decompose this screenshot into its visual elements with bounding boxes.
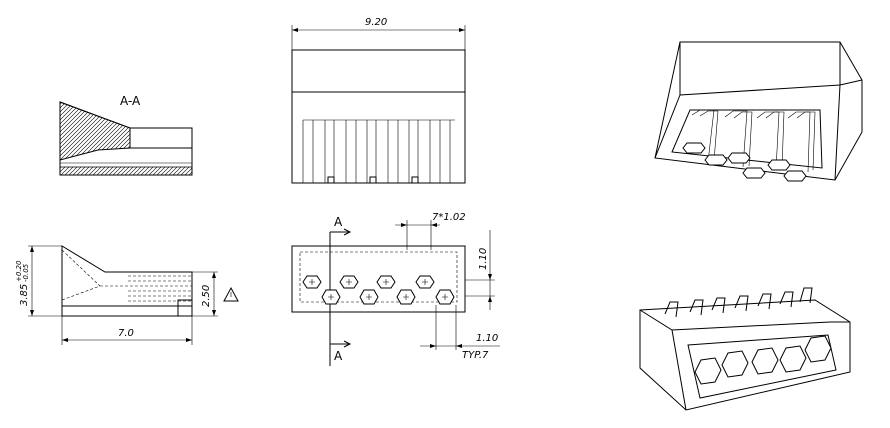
front-view: 9.20 [291, 17, 466, 184]
dim-side-length: 7.0 [118, 328, 134, 339]
pin-row-lower [321, 289, 455, 305]
bottom-view: A A 7*1.02 1.10 [291, 212, 500, 366]
dim-side-height: 3.85 [19, 284, 30, 306]
warning-icon [223, 286, 239, 302]
dim-side-inner-height: 2.50 [201, 285, 212, 307]
dim-pin-pitch-bottom: 1.10 [476, 333, 498, 344]
dim-side-height-tol-plus: +0.20 [15, 260, 23, 282]
pin-row-upper [302, 275, 435, 289]
dim-top-width: 9.20 [365, 17, 387, 28]
side-view: 3.85 +0.20 -0.05 2.50 7.0 [15, 245, 239, 345]
section-label: A-A [120, 94, 141, 108]
marker-a-bottom: A [334, 349, 343, 363]
marker-a-top: A [334, 215, 343, 229]
dim-pitch: 7*1.02 [432, 212, 466, 223]
isometric-top [654, 41, 863, 182]
isometric-bottom [639, 287, 851, 411]
dim-pin-offset: 1.10 [478, 248, 489, 270]
hatched-wedge [59, 101, 131, 161]
section-view: A-A [59, 94, 193, 176]
dim-side-height-tol-minus: -0.05 [22, 263, 30, 282]
dim-typ: TYP.7 [462, 350, 489, 361]
